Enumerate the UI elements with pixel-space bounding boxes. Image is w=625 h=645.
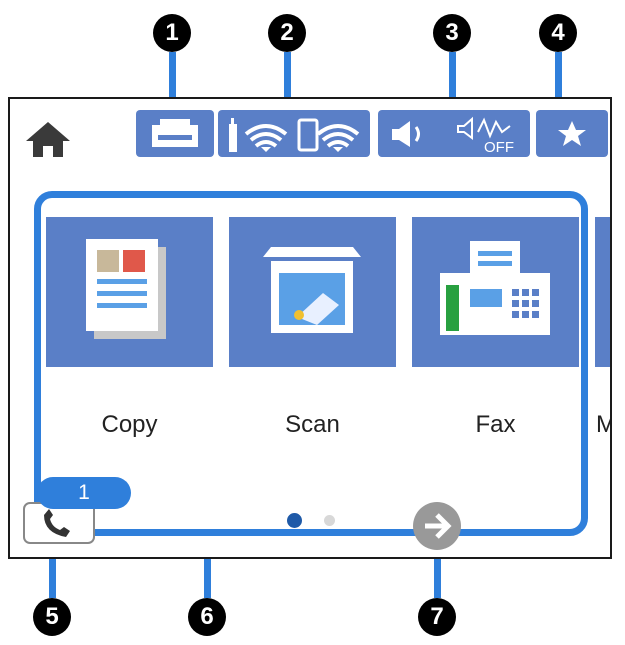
network-status-button[interactable] [218, 110, 370, 157]
svg-text:OFF: OFF [484, 139, 514, 154]
copy-icon [86, 239, 166, 339]
callout-1: 1 [153, 14, 191, 52]
wifi-direct-icon [297, 118, 360, 152]
copy-label: Copy [101, 411, 158, 438]
callout-line-7 [434, 541, 441, 598]
fax-label: Fax [475, 411, 516, 438]
copy-app-tile[interactable] [46, 217, 213, 367]
printer-status-button[interactable] [136, 110, 214, 157]
scan-app-tile[interactable] [229, 217, 396, 367]
callout-line-1 [169, 52, 176, 107]
callout-line-2 [284, 52, 291, 107]
callout-line-5 [49, 541, 56, 598]
lcd-screen: OFF [8, 97, 612, 559]
page-indicator-inactive [324, 515, 335, 526]
more-app-tile[interactable] [595, 217, 610, 367]
sound-on-icon [392, 121, 420, 147]
fax-app-tile[interactable] [412, 217, 579, 367]
callout-line-3 [449, 52, 456, 107]
fax-sound-off-icon: OFF [457, 116, 514, 154]
scan-label: Scan [285, 411, 340, 438]
more-label: M [596, 411, 610, 439]
arrow-right-icon [425, 513, 452, 539]
scan-icon [263, 247, 361, 333]
fax-notification-badge[interactable]: 1 [37, 477, 131, 509]
home-icon[interactable] [24, 119, 72, 159]
callout-6: 6 [188, 598, 226, 636]
wifi-icon [229, 118, 288, 152]
printer-status-icon [152, 119, 198, 147]
callout-3: 3 [433, 14, 471, 52]
callout-5: 5 [33, 598, 71, 636]
callout-7: 7 [418, 598, 456, 636]
page-indicator-active [287, 513, 302, 528]
apps-highlight-frame [34, 191, 588, 536]
sound-status-button[interactable]: OFF [378, 110, 530, 157]
callout-line-4 [555, 52, 562, 107]
callout-2: 2 [268, 14, 306, 52]
callout-4: 4 [539, 14, 577, 52]
fax-icon [440, 241, 550, 335]
next-page-button[interactable] [413, 502, 461, 550]
favorites-star-icon [558, 121, 586, 146]
favorites-button[interactable] [536, 110, 608, 157]
